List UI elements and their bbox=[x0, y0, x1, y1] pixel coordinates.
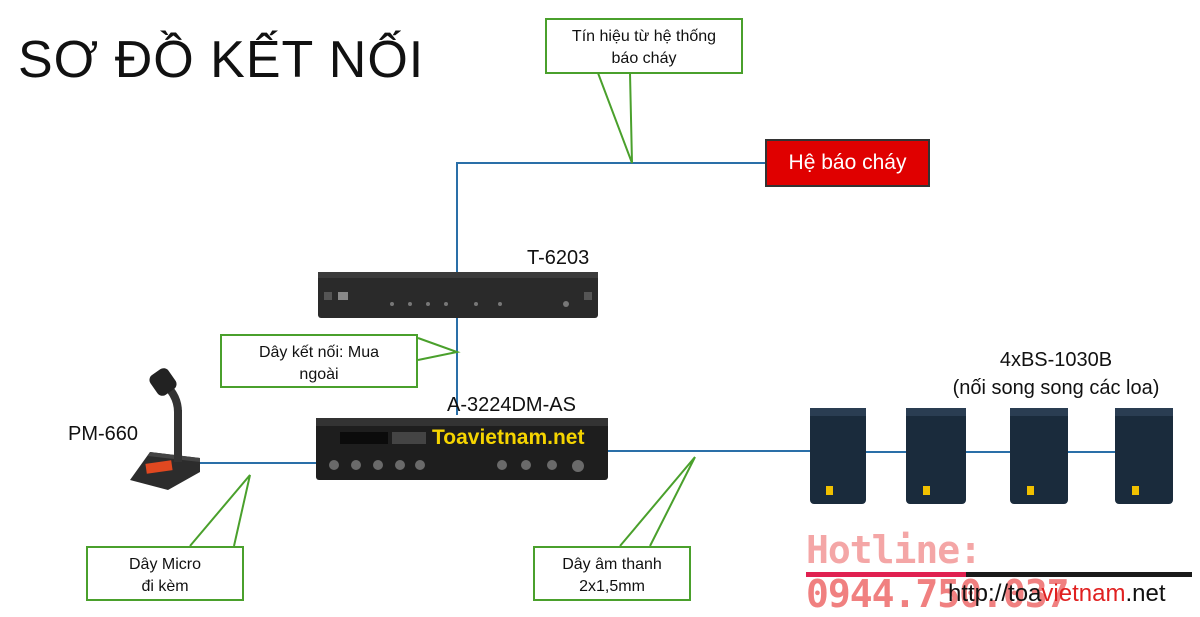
hotline-number: 0944.750.037 bbox=[806, 572, 1070, 616]
hotline: Hotline: 0944.750.037 bbox=[806, 528, 1200, 616]
speaker-3 bbox=[1010, 408, 1068, 504]
speaker-1 bbox=[810, 408, 866, 504]
callout-audio-cable: Dây âm thanh 2x1,5mm bbox=[533, 546, 691, 601]
callout-mic-cable-line1: Dây Micro bbox=[128, 556, 201, 573]
callout-connection-line2: ngoài bbox=[299, 366, 339, 383]
label-microphone: PM-660 bbox=[68, 423, 139, 445]
website-suffix: .net bbox=[1125, 580, 1166, 607]
pointer-connection bbox=[417, 337, 461, 361]
fire-alarm-box: Hệ báo cháy bbox=[765, 139, 930, 187]
callout-audio-cable-line1: Dây âm thanh bbox=[562, 556, 662, 573]
label-t6203: T-6203 bbox=[527, 247, 590, 269]
website-prefix: http://toa bbox=[948, 580, 1042, 607]
hotline-underline bbox=[806, 572, 1192, 577]
callout-connection: Dây kết nối: Mua ngoài bbox=[220, 334, 418, 388]
callout-mic-cable-line2: đi kèm bbox=[141, 578, 189, 595]
wire-fire-alarm-to-t6203 bbox=[456, 162, 765, 272]
label-speakers-model: 4xBS-1030B bbox=[999, 349, 1113, 371]
pointer-audio-cable bbox=[619, 456, 696, 547]
pointer-mic-cable bbox=[189, 474, 251, 547]
callout-audio-cable-line2: 2x1,5mm bbox=[579, 578, 645, 595]
callout-fire-signal-line1: Tín hiệu từ hệ thống bbox=[571, 28, 717, 45]
microphone-device bbox=[130, 368, 200, 490]
callout-connection-line1: Dây kết nối: Mua bbox=[258, 344, 380, 361]
speaker-2 bbox=[906, 408, 966, 504]
label-amplifier: A-3224DM-AS bbox=[447, 394, 576, 416]
pointer-fire-signal bbox=[597, 72, 633, 164]
speaker-4 bbox=[1115, 408, 1173, 504]
label-speakers-note: (nối song song các loa) bbox=[952, 377, 1160, 399]
website-url[interactable]: http://toavietnam.net bbox=[948, 580, 1165, 608]
brand-overlay: Toavietnam.net bbox=[432, 426, 585, 449]
callout-mic-cable: Dây Micro đi kèm bbox=[86, 546, 244, 601]
page-title: SƠ ĐỒ KẾT NỐI bbox=[18, 31, 425, 89]
callout-fire-signal-line2: báo cháy bbox=[611, 50, 677, 67]
website-middle: vietnam bbox=[1041, 580, 1126, 607]
label-speakers: 4xBS-1030B (nối song song các loa) bbox=[936, 346, 1176, 402]
t6203-device bbox=[318, 272, 598, 318]
amplifier-device bbox=[316, 418, 608, 480]
hotline-label: Hotline: bbox=[806, 528, 982, 572]
callout-fire-signal: Tín hiệu từ hệ thống báo cháy bbox=[545, 18, 743, 74]
